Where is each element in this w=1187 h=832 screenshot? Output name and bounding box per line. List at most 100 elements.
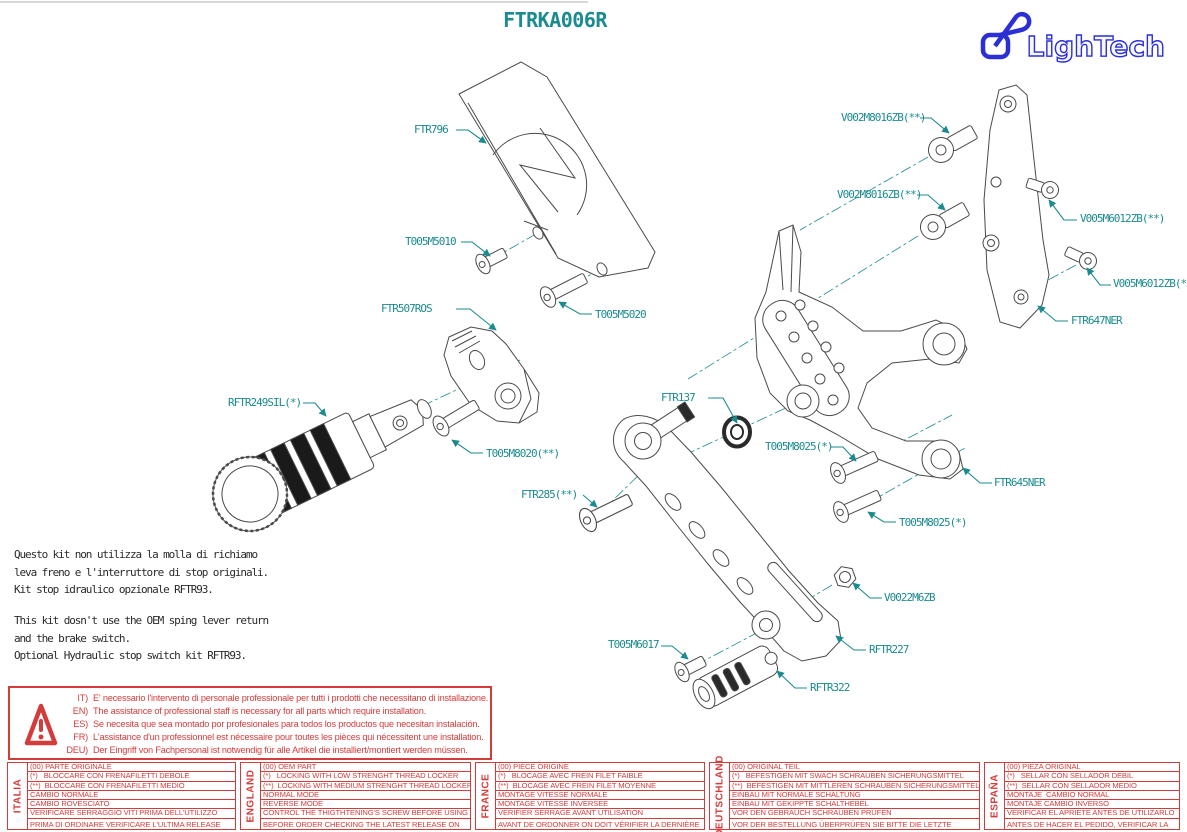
table-row: EINBAU MIT NORMALE SCHALTUNG: [730, 791, 979, 801]
table-note-row: PRIMA DI ORDINARE VERIFICARE L'ULTIMA RE…: [30, 819, 221, 829]
part-drawing-v0022m6zb: [833, 566, 857, 588]
part-label-ftr647ner: FTR647NER: [1071, 314, 1123, 327]
part-drawing-t005m8020: [429, 394, 484, 440]
installation-warning-box: IT) E' necessario l'intervento di person…: [8, 686, 492, 760]
part-drawing-rftr322: [692, 645, 779, 710]
warning-line: ES) Se necesita que sea montado por prof…: [60, 718, 488, 731]
table-row: (*) BLOCCARE CON FRENAFILETTI DEBOLE: [28, 772, 235, 782]
part-label-ftr137: FTR137: [661, 391, 696, 404]
warning-line-code: EN): [72, 705, 88, 716]
part-drawing-ftr796: [458, 61, 656, 278]
table-row: (00) PIEZA ORIGINAL: [1005, 763, 1179, 773]
table-row: (00) PIECE ORIGINE: [496, 763, 704, 773]
table-country-label: FRANCE: [480, 773, 491, 819]
part-drawing-ftr507ros: [443, 326, 540, 424]
table-row: (00) PARTE ORIGINALE: [28, 763, 235, 773]
legend-table-italia: ITALIA (00) PARTE ORIGINALE (*) BLOCCARE…: [7, 762, 236, 830]
part-label-v002m8016zb-1: V002M8016ZB(**): [841, 111, 926, 124]
part-label-ftr285: FTR285(**): [521, 488, 578, 501]
legend-table-england: ENGLAND (00) OEM PART (*) LOCKING WITH L…: [240, 762, 471, 830]
table-country-label: DEUTSCHLAND: [714, 755, 725, 832]
warning-line: FR) L'assistance d'un professionnel est …: [60, 731, 488, 744]
part-label-t005m8025-1: T005M8025(*): [765, 440, 833, 453]
table-country-cell: ENGLAND: [241, 763, 261, 829]
table-country-label: ESPAÑA: [989, 774, 1000, 818]
part-label-ftr507ros: FTR507ROS: [381, 302, 433, 315]
warning-line-text: Der Eingriff von Fachpersonal ist notwen…: [93, 744, 468, 755]
table-country-cell: ESPAÑA: [985, 763, 1005, 829]
table-note-row: VOR DER BESTELLUNG ÜBERPRÜFEN SIE BITTE …: [732, 819, 952, 829]
warning-line-code: IT): [77, 693, 88, 703]
table-row: (**) BEFESTIGEN MIT MITTLEREN SCHRAUBEN …: [730, 781, 979, 791]
part-drawing-t005m5010: [472, 242, 511, 277]
legend-table-espana: ESPAÑA (00) PIEZA ORIGINAL (*) SELLAR CO…: [984, 762, 1180, 830]
table-row: REVERSE MODE: [261, 800, 470, 810]
table-country-label: ITALIA: [12, 778, 23, 814]
table-row: (*) BLOCAGE AVEC FREIN FILET FAIBLE: [496, 772, 704, 782]
table-row: MONTAGE VITESSE NORMALE: [496, 791, 704, 801]
table-row: MONTAJE CAMBIO NORMAL: [1005, 791, 1179, 801]
table-note-row: ANTES DE HACER EL PEDIDO, VERIFICAR LA U…: [1007, 819, 1168, 829]
part-drawing-rftr227: [613, 401, 842, 662]
page-title: FTRKA006R: [503, 8, 607, 32]
table-row: VERIFICAR EL APRIETE ANTES DE UTILIZARLO: [1005, 809, 1179, 819]
table-row: CONTROL THE THIGTHTENING'S SCREW BEFORE …: [261, 809, 470, 819]
part-drawing-ftr137: [722, 415, 752, 449]
part-label-t005m6017: T005M6017: [608, 638, 660, 651]
part-drawing-rftr249sil: [211, 399, 432, 533]
table-row: (**) BLOCAGE AVEC FREIN FILET MOYENNE: [496, 782, 704, 791]
part-label-ftr645ner: FTR645NER: [994, 476, 1046, 489]
part-label-t005m5020: T005M5020: [595, 308, 647, 321]
legend-table-france: FRANCE (00) PIECE ORIGINE (*) BLOCAGE AV…: [475, 762, 705, 830]
table-row: (**) SELLAR CON SELLADOR MEDIO: [1005, 782, 1179, 791]
part-label-v0022m6zb: V0022M6ZB: [884, 591, 936, 604]
table-row: EINBAU MIT GEKIPPTE SCHALTHEBEL: [730, 800, 979, 810]
parts-lineart: [211, 61, 1100, 710]
table-row: CAMBIO ROVESCIATO: [28, 800, 235, 810]
warning-line-text: The assistance of professional staff is …: [93, 705, 426, 716]
leader-lines: [303, 117, 1111, 689]
table-row: NORMAL MODE: [261, 791, 470, 801]
warning-line: DEU) Der Eingriff von Fachpersonal ist n…: [60, 744, 488, 757]
warning-line-code: ES): [73, 718, 88, 729]
warning-line-text: L'assistance d'un professionnel est néce…: [93, 731, 484, 742]
part-drawing-ftr285: [575, 487, 637, 535]
warning-line-text: Se necesita que sea montado por profesio…: [93, 718, 480, 729]
table-note-row: BEFORE ORDER CHECKING THE LATEST RELEASE…: [263, 819, 460, 829]
part-drawing-t005m8025-2: [830, 484, 885, 526]
part-label-v005m6012zb-2: V005M6012ZB(**): [1113, 277, 1187, 290]
table-row: (00) OEM PART: [261, 763, 470, 773]
table-row: (*) BEFESTIGEN MIT SWACH SCHRAUBEN SICHE…: [730, 772, 979, 782]
lightech-monogram-icon: [980, 11, 1032, 60]
table-country-cell: DEUTSCHLAND: [710, 755, 730, 832]
part-label-rftr227: RFTR227: [869, 643, 909, 656]
table-row: CAMBIO NORMALE: [28, 791, 235, 801]
warning-line: EN) The assistance of professional staff…: [60, 705, 488, 718]
warning-line-code: DEU): [66, 744, 88, 755]
part-label-ftr796: FTR796: [414, 123, 449, 136]
table-row: VERIFIER SERRAGE AVANT UTILISATION: [496, 809, 704, 819]
part-drawing-t005m8025-1: [827, 445, 882, 487]
part-drawing-t005m5020: [536, 267, 591, 311]
kit-note-italian: Questo kit non utilizza la molla di rich…: [14, 548, 269, 596]
table-row: (*) SELLAR CON SELLADOR DEBIL: [1005, 772, 1179, 782]
table-country-cell: ITALIA: [8, 763, 28, 829]
part-drawing-v005m6012zb-2: [1062, 242, 1100, 273]
warning-triangle-icon: [24, 699, 58, 754]
table-row: MONTAGE VITESSE INVERSEE: [496, 800, 704, 810]
warning-line: IT) E' necessario l'intervento di person…: [60, 692, 488, 705]
table-country-cell: FRANCE: [476, 763, 496, 829]
part-label-rftr322: RFTR322: [810, 681, 850, 694]
part-label-t005m8020: T005M8020(**): [486, 447, 560, 460]
table-row: (**) BLOCCARE CON FRENAFILETTI MEDIO: [28, 782, 235, 791]
table-row: (**) LOCKING WITH MEDIUM STRENGHT THREAD…: [261, 781, 470, 791]
brand-logo: LighTech: [979, 8, 1166, 64]
table-row: (*) LOCKING WITH LOW STRENGHT THREAD LOC…: [261, 772, 470, 782]
part-drawing-ftr645ner: [754, 224, 968, 480]
table-row: VERIFICARE SERRAGGIO VITI PRIMA DELL'UTI…: [28, 809, 235, 819]
table-row: MONTAJE CAMBIO INVERSO: [1005, 800, 1179, 810]
part-label-v005m6012zb-1: V005M6012ZB(**): [1080, 212, 1165, 225]
table-note-row: AVANT DE ORDONNER ON DOIT VÉRIFIER LA DE…: [498, 819, 700, 829]
part-label-t005m5010: T005M5010: [405, 235, 457, 248]
